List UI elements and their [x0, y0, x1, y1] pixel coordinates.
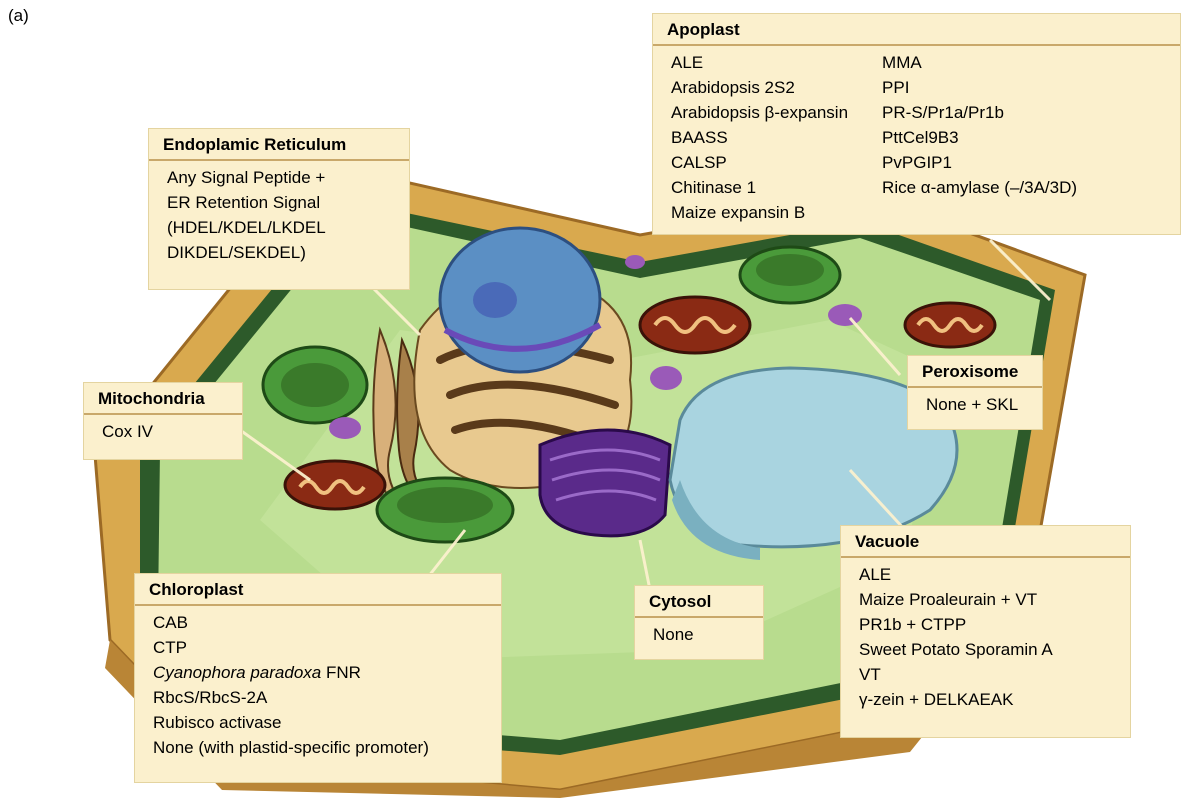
chloroplast-item: CTP: [153, 635, 485, 660]
apoplast-item: MMA: [882, 50, 1077, 75]
er-title: Endoplamic Reticulum: [149, 129, 409, 161]
vacuole-item: PR1b + CTPP: [859, 612, 1114, 637]
vacuole-item: γ-zein + DELKAEAK: [859, 687, 1114, 712]
apoplast-item: Maize expansin B: [671, 200, 848, 225]
chloroplast-title: Chloroplast: [135, 574, 501, 606]
mitochondria-list: Cox IV: [84, 415, 242, 450]
peroxisome-organelle: [650, 366, 682, 390]
chloroplast-item: Cyanophora paradoxa FNR: [153, 660, 485, 685]
apoplast-item: Chitinase 1: [671, 175, 848, 200]
chloroplast-item: Rubisco activase: [153, 710, 485, 735]
vacuole-item: Maize Proaleurain + VT: [859, 587, 1114, 612]
apoplast-item: Arabidopsis β-expansin: [671, 100, 848, 125]
vacuole-item: VT: [859, 662, 1114, 687]
er-item: Any Signal Peptide +: [167, 165, 393, 190]
mitochondria-title: Mitochondria: [84, 383, 242, 415]
mitochondria-callout: Mitochondria Cox IV: [83, 382, 243, 460]
nucleolus: [473, 282, 517, 318]
mitochondrion: [640, 297, 750, 353]
apoplast-item: PR-S/Pr1a/Pr1b: [882, 100, 1077, 125]
peroxisome-title: Peroxisome: [908, 356, 1042, 388]
cytosol-callout: Cytosol None: [634, 585, 764, 660]
apoplast-item: BAASS: [671, 125, 848, 150]
apoplast-item: Rice α-amylase (–/3A/3D): [882, 175, 1077, 200]
chloroplast-organelle: [740, 247, 840, 303]
species-name: Cyanophora paradoxa: [153, 663, 321, 682]
mitochondrion: [905, 303, 995, 347]
panel-label: (a): [8, 6, 29, 26]
apoplast-title: Apoplast: [653, 14, 1180, 46]
chloroplast-item: RbcS/RbcS-2A: [153, 685, 485, 710]
er-item: DIKDEL/SEKDEL): [167, 240, 393, 265]
vacuole-title: Vacuole: [841, 526, 1130, 558]
cytosol-list: None: [635, 618, 763, 653]
golgi-apparatus: [540, 430, 670, 536]
chloroplast-item: None (with plastid-specific promoter): [153, 735, 485, 760]
apoplast-item: PttCel9B3: [882, 125, 1077, 150]
mitochondrion: [285, 461, 385, 509]
vacuole-item: Sweet Potato Sporamin A: [859, 637, 1114, 662]
cytosol-title: Cytosol: [635, 586, 763, 618]
er-item: (HDEL/KDEL/LKDEL: [167, 215, 393, 240]
peroxisome-list: None + SKL: [908, 388, 1042, 423]
chloroplast-organelle: [377, 478, 513, 542]
apoplast-item: CALSP: [671, 150, 848, 175]
peroxisome-organelle: [625, 255, 645, 269]
chloroplast-organelle: [263, 347, 367, 423]
apoplast-item: ALE: [671, 50, 848, 75]
peroxisome-item: None + SKL: [926, 392, 1026, 417]
er-item: ER Retention Signal: [167, 190, 393, 215]
peroxisome-callout: Peroxisome None + SKL: [907, 355, 1043, 430]
fnr-suffix: FNR: [321, 663, 361, 682]
apoplast-item: PvPGIP1: [882, 150, 1077, 175]
peroxisome-organelle: [828, 304, 862, 326]
peroxisome-organelle: [329, 417, 361, 439]
vacuole-item: ALE: [859, 562, 1114, 587]
cytosol-item: None: [653, 622, 747, 647]
apoplast-item: PPI: [882, 75, 1077, 100]
er-callout: Endoplamic Reticulum Any Signal Peptide …: [148, 128, 410, 290]
er-list: Any Signal Peptide +ER Retention Signal(…: [149, 161, 409, 271]
chloroplast-item: CAB: [153, 610, 485, 635]
apoplast-item: Arabidopsis 2S2: [671, 75, 848, 100]
mitochondria-item: Cox IV: [102, 419, 226, 444]
